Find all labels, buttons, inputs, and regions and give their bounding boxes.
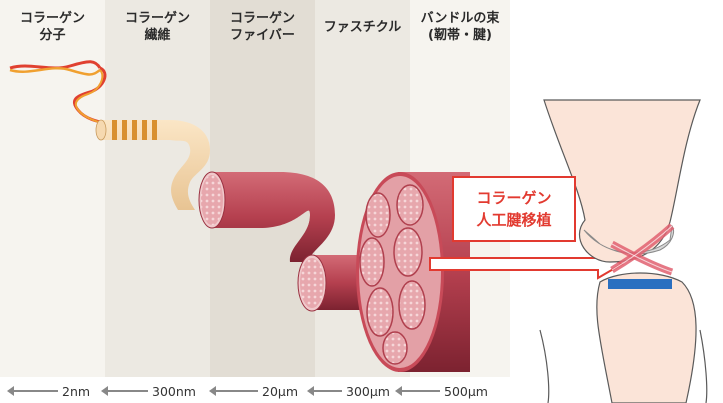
scale-label: 300nm	[152, 383, 196, 399]
scale-arrow	[7, 386, 58, 396]
scale-300um: 300μm	[307, 383, 390, 399]
header-collagen-molecule: コラーゲン 分子	[19, 11, 85, 43]
scale-arrow	[101, 386, 148, 396]
callout-line-1: コラーゲン	[476, 189, 552, 207]
knee-illustration	[539, 99, 708, 403]
collagen-molecule-helix	[9, 60, 111, 127]
collagen-fibril	[95, 119, 210, 210]
header-fascicle: ファスチクル	[323, 20, 402, 35]
callout-line-2: 人工腱移植	[476, 211, 552, 229]
scale-20um: 20μm	[209, 383, 299, 399]
scale-label: 500μm	[444, 383, 488, 399]
header-bundle: バンドルの束 (靭帯・腱)	[420, 11, 500, 43]
collagen-tendon-graft-callout: コラーゲン 人工腱移植	[452, 176, 576, 242]
scale-300nm: 300nm	[101, 383, 196, 399]
scale-label: 2nm	[62, 383, 91, 399]
column-bg-fibril	[105, 0, 210, 377]
collagen-fiber	[198, 171, 335, 262]
scale-arrow	[307, 386, 342, 396]
scale-label: 300μm	[346, 383, 390, 399]
scale-500um: 500μm	[395, 383, 488, 399]
scale-2nm: 2nm	[7, 383, 91, 399]
scale-arrow	[209, 386, 258, 396]
header-collagen-fibril: コラーゲン 繊維	[124, 11, 190, 43]
header-collagen-fiber: コラーゲン ファイバー	[229, 11, 295, 43]
scale-label: 20μm	[262, 383, 299, 399]
scale-arrow	[395, 386, 440, 396]
